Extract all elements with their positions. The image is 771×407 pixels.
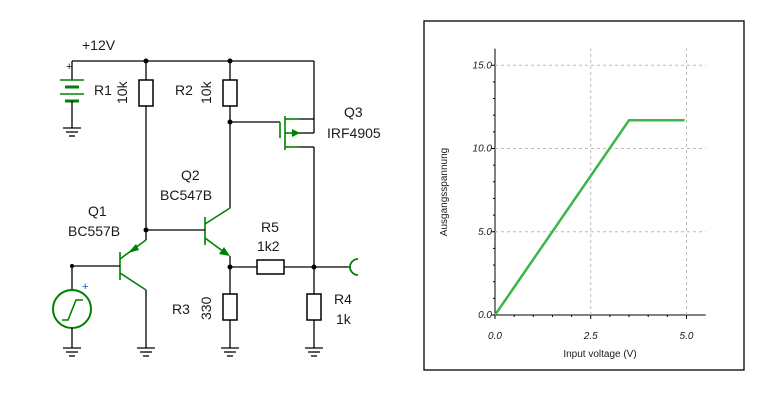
source-plus: + bbox=[82, 281, 88, 293]
y-tick-label: 10.0 bbox=[473, 144, 493, 155]
q3-name: Q3 bbox=[344, 104, 363, 120]
signal-source: + bbox=[52, 266, 92, 348]
battery-plus: + bbox=[66, 61, 72, 73]
x-tick-label: 0.0 bbox=[488, 331, 502, 342]
q2-type: BC547B bbox=[160, 187, 212, 203]
ground-source-icon bbox=[63, 347, 81, 357]
q1-type: BC557B bbox=[68, 223, 120, 239]
q2-name: Q2 bbox=[181, 167, 200, 183]
circuit-schematic: +12V + R1 10k R2 bbox=[52, 37, 381, 357]
chart-ticks: 0.0 5.0 10.0 15.0 0.0 2.5 5.0 bbox=[473, 60, 694, 342]
r2-value: 10k bbox=[198, 80, 214, 104]
transistor-q1: Q1 BC557B bbox=[68, 203, 147, 348]
chart-grid bbox=[494, 48, 706, 316]
r3-value: 330 bbox=[198, 296, 214, 320]
r4-value: 1k bbox=[336, 311, 352, 327]
chart-series bbox=[493, 118, 685, 316]
series-line bbox=[493, 118, 685, 316]
ground-r4-icon bbox=[305, 347, 323, 357]
r1-value: 10k bbox=[114, 80, 130, 104]
transistor-q2: Q2 BC547B bbox=[146, 167, 231, 267]
battery: + bbox=[60, 61, 84, 128]
r5-value: 1k2 bbox=[257, 238, 280, 254]
resistor-r3: R3 330 bbox=[172, 267, 238, 348]
x-axis-title: Input voltage (V) bbox=[563, 349, 636, 360]
resistor-r2: R2 10k bbox=[175, 61, 238, 208]
r4-name: R4 bbox=[334, 291, 352, 307]
resistor-r1: R1 10k bbox=[94, 61, 154, 230]
mosfet-q3: Q3 IRF4905 bbox=[230, 61, 381, 150]
resistor-r5: R5 1k2 bbox=[230, 219, 350, 275]
ground-r3-icon bbox=[221, 347, 239, 357]
ground-q1-icon bbox=[137, 347, 155, 357]
q3-type: IRF4905 bbox=[327, 125, 381, 141]
r3-name: R3 bbox=[172, 301, 190, 317]
output-terminal-icon bbox=[349, 258, 359, 276]
ground-battery-icon bbox=[63, 127, 81, 137]
r1-name: R1 bbox=[94, 82, 112, 98]
chart-frame bbox=[423, 20, 745, 371]
supply-label: +12V bbox=[82, 37, 116, 53]
q1-name: Q1 bbox=[88, 203, 107, 219]
transfer-chart: 0.0 5.0 10.0 15.0 0.0 2.5 5.0 Input voltage (V… bbox=[439, 48, 706, 360]
x-tick-label: 2.5 bbox=[583, 331, 598, 342]
r2-name: R2 bbox=[175, 82, 193, 98]
y-tick-label: 5.0 bbox=[478, 227, 492, 238]
y-tick-label: 0.0 bbox=[478, 310, 492, 321]
x-tick-label: 5.0 bbox=[680, 331, 694, 342]
r5-name: R5 bbox=[261, 219, 279, 235]
y-tick-label: 15.0 bbox=[473, 60, 493, 71]
y-axis-title: Ausgangsspannung bbox=[439, 148, 450, 236]
resistor-r4: R4 1k bbox=[306, 291, 352, 348]
